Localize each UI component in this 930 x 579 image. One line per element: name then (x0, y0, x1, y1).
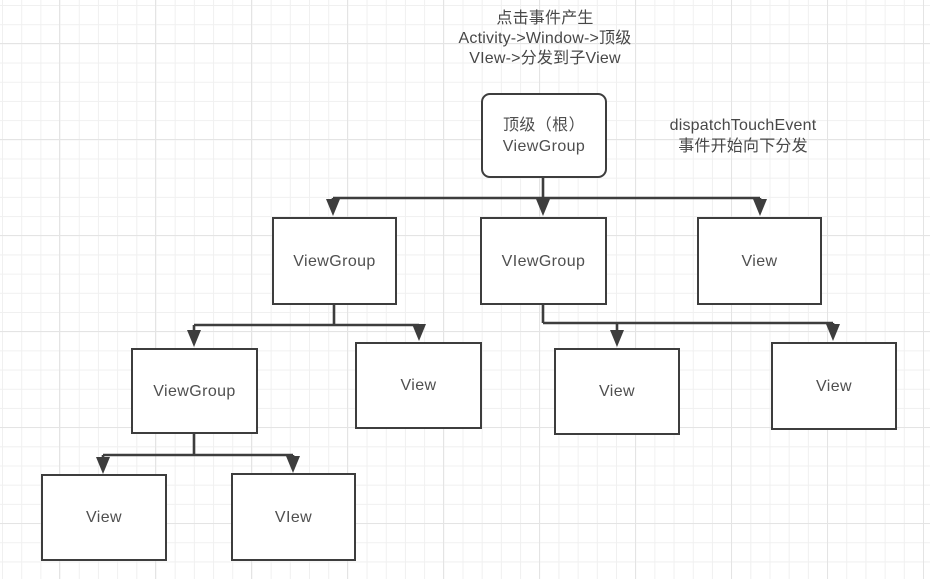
node-label: View (599, 383, 635, 400)
node-root-viewgroup: 顶级（根） ViewGroup (481, 93, 607, 178)
node-label: ViewGroup (293, 252, 376, 270)
node-viewgroup-left: ViewGroup (272, 217, 397, 305)
node-view-mid-child2: View (771, 342, 897, 430)
node-view-level3-left: View (355, 342, 482, 429)
dispatch-annotation: dispatchTouchEvent 事件开始向下分发 (669, 117, 817, 155)
node-label: View (816, 377, 852, 395)
node-label: VIewGroup (501, 252, 586, 270)
connector-root-to-row2 (331, 178, 762, 203)
node-view-right: View (697, 217, 822, 305)
node-viewgroup-middle: VIewGroup (480, 217, 607, 305)
node-label: View (741, 252, 778, 270)
connector-vgleft-to-children (192, 305, 421, 333)
node-label: VIew (274, 508, 313, 526)
node-label: ViewGroup (153, 382, 236, 400)
connector-vgmid-to-children (541, 305, 835, 332)
node-view-bottom-left: View (41, 474, 167, 561)
node-label: View (86, 509, 122, 526)
node-label: View (400, 377, 437, 394)
connector-vgl3-to-children (101, 434, 295, 460)
node-label: 顶级（根） ViewGroup (502, 116, 586, 155)
node-view-bottom-right: VIew (231, 473, 356, 561)
node-view-mid-child1: View (554, 348, 680, 435)
diagram-title: 点击事件产生 Activity->Window->顶级 VIew->分发到子Vi… (458, 10, 632, 67)
node-viewgroup-level3: ViewGroup (131, 348, 258, 434)
